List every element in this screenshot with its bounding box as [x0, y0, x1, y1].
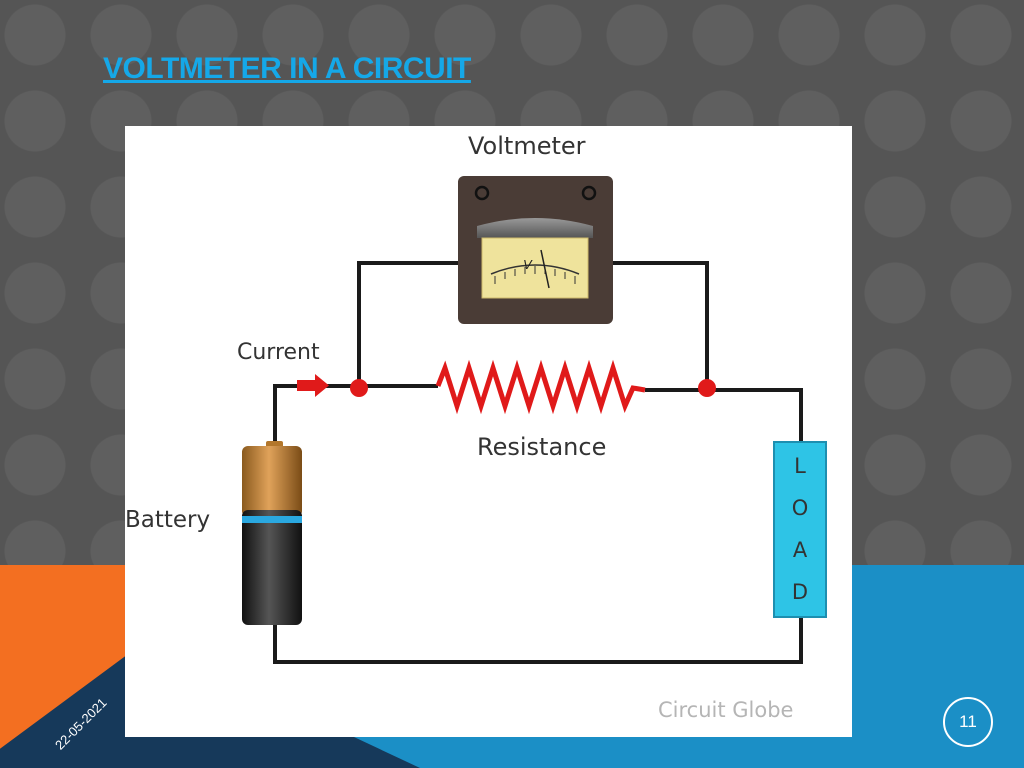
circuit-diagram: V L O A D Voltmeter Current Resistance B…: [125, 126, 852, 737]
wires: [273, 261, 803, 664]
current-label: Current: [237, 340, 320, 365]
resistor-zigzag: [435, 359, 646, 415]
meter-symbol: V: [523, 257, 533, 272]
slide-title: VOLTMETER IN A CIRCUIT: [103, 52, 471, 85]
terminal-right-icon: [581, 185, 597, 201]
battery-label: Battery: [125, 507, 210, 533]
terminal-left-icon: [474, 185, 490, 201]
resistance-label: Resistance: [477, 433, 606, 461]
watermark: Circuit Globe: [658, 698, 793, 722]
load-letter-2: O: [792, 496, 809, 520]
voltmeter-device: [458, 176, 613, 324]
load-letter-1: L: [794, 454, 806, 478]
load-box: [773, 441, 827, 618]
wire-main-left: [273, 384, 438, 461]
current-arrow-icon: [297, 374, 329, 397]
wire-bottom: [273, 617, 803, 664]
load-letter-3: A: [793, 538, 808, 562]
node-left: [350, 379, 368, 397]
page-number-badge: 11: [943, 697, 993, 747]
circuit-svg: V L O A D Voltmeter Current Resistance B…: [125, 132, 827, 722]
wire-voltmeter-right: [613, 261, 709, 388]
voltmeter-label: Voltmeter: [468, 132, 586, 160]
meter-needle: [540, 249, 550, 289]
battery-icon: [242, 441, 302, 625]
wire-main-right: [645, 388, 803, 442]
node-right: [698, 379, 716, 397]
load-letter-4: D: [792, 580, 808, 604]
wire-voltmeter-left: [357, 261, 461, 388]
page-number: 11: [959, 712, 977, 731]
